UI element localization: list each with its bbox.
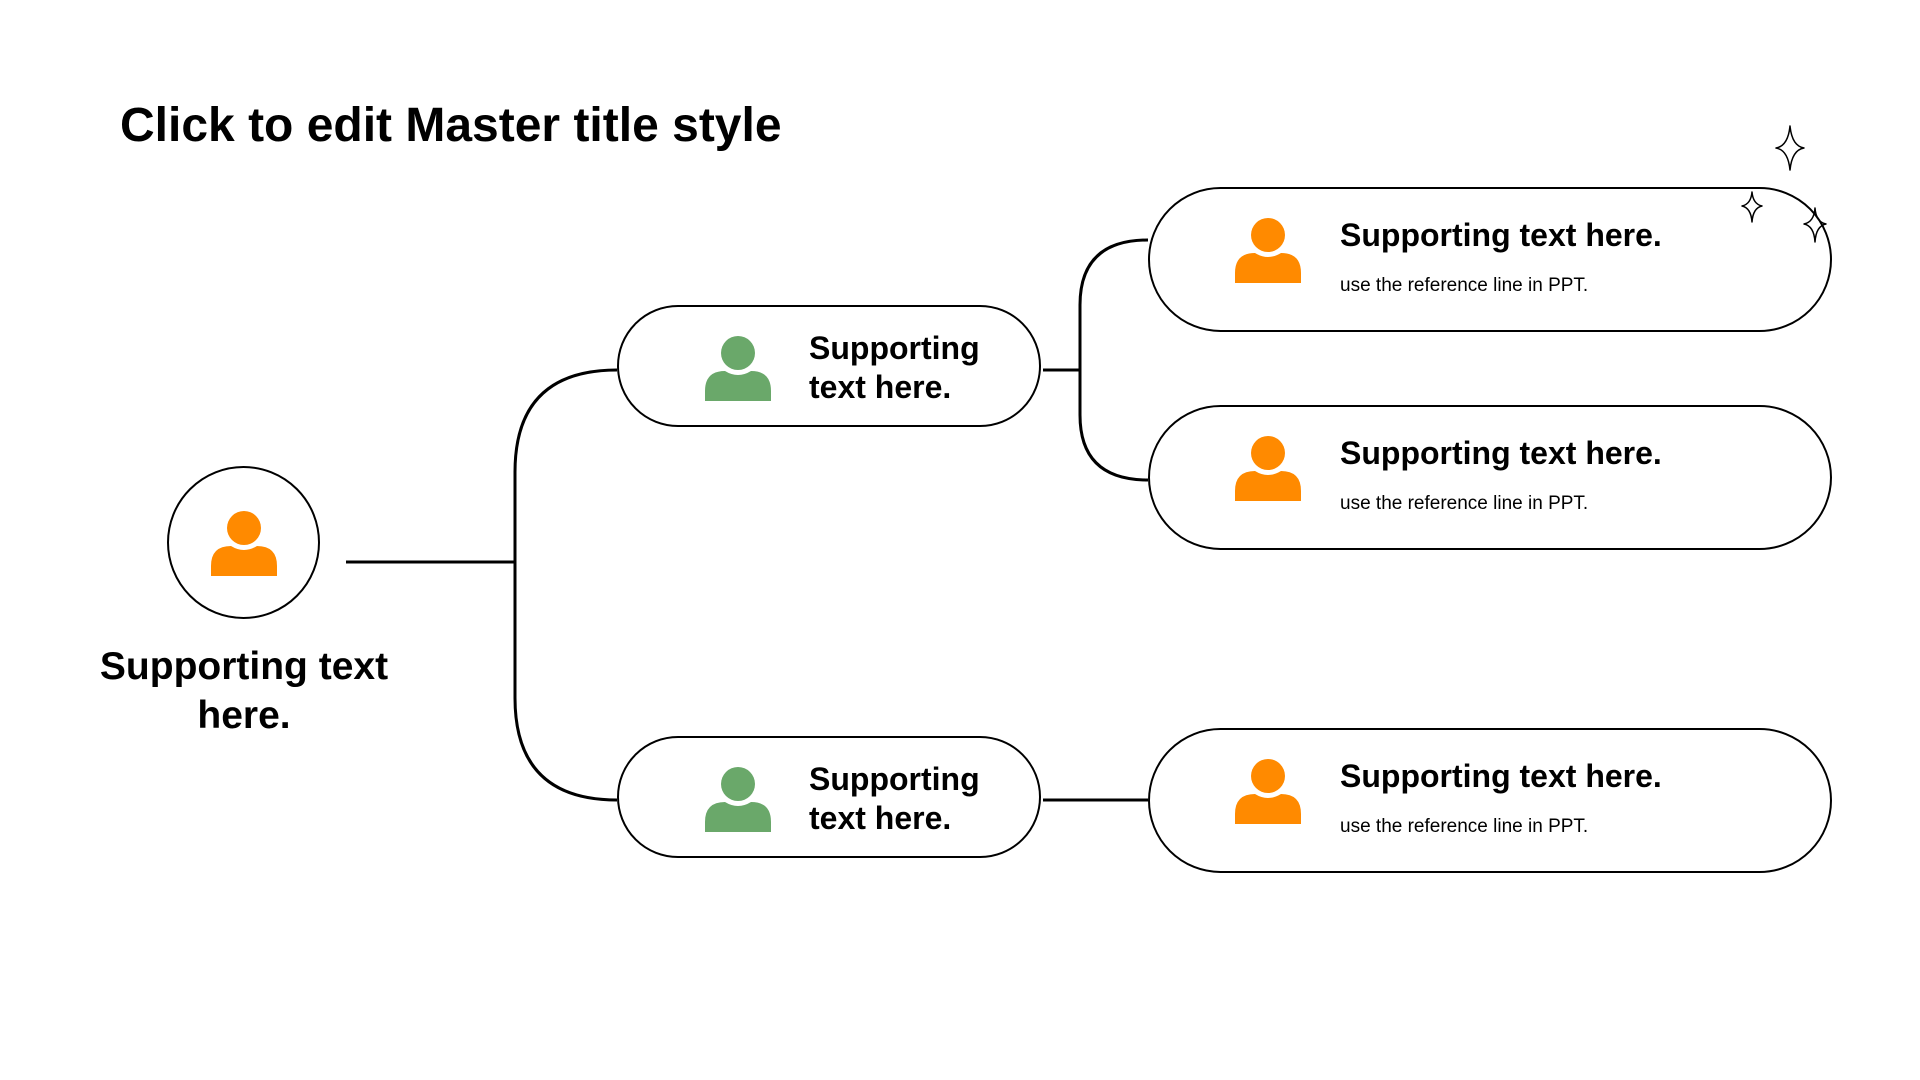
branch-label: Supporting text here. (809, 330, 980, 405)
connector-trunk-bottom (513, 562, 618, 802)
leaf-title: Supporting text here. (1340, 435, 1662, 471)
person-icon (1235, 218, 1301, 283)
root-node[interactable] (167, 466, 320, 619)
leaf-node-3[interactable]: Supporting text here. use the reference … (1148, 728, 1832, 873)
leaf-subtitle: use the reference line in PPT. (1340, 816, 1589, 837)
connector-trunk-top (513, 368, 618, 562)
person-icon (211, 511, 277, 576)
person-icon (705, 767, 771, 832)
leaf-subtitle: use the reference line in PPT. (1340, 493, 1589, 514)
sparkle-icon (1741, 125, 1827, 243)
branch-node-2[interactable]: Supporting text here. (617, 736, 1041, 858)
leaf-subtitle: use the reference line in PPT. (1340, 275, 1589, 296)
slide-title[interactable]: Click to edit Master title style (120, 99, 782, 152)
person-icon (705, 336, 771, 401)
root-label: Supporting text here. (99, 645, 389, 737)
person-icon (1235, 436, 1301, 501)
connector-branch1-leaf2 (1078, 370, 1149, 482)
leaf-node-2[interactable]: Supporting text here. use the reference … (1148, 405, 1832, 550)
connector-branch1-leaf1 (1078, 238, 1149, 370)
leaf-title: Supporting text here. (1340, 758, 1662, 794)
branch-node-1[interactable]: Supporting text here. (617, 305, 1041, 427)
person-icon (1235, 759, 1301, 824)
branch-label: Supporting text here. (809, 761, 980, 836)
leaf-node-1[interactable]: Supporting text here. use the reference … (1148, 187, 1832, 332)
leaf-title: Supporting text here. (1340, 217, 1662, 253)
